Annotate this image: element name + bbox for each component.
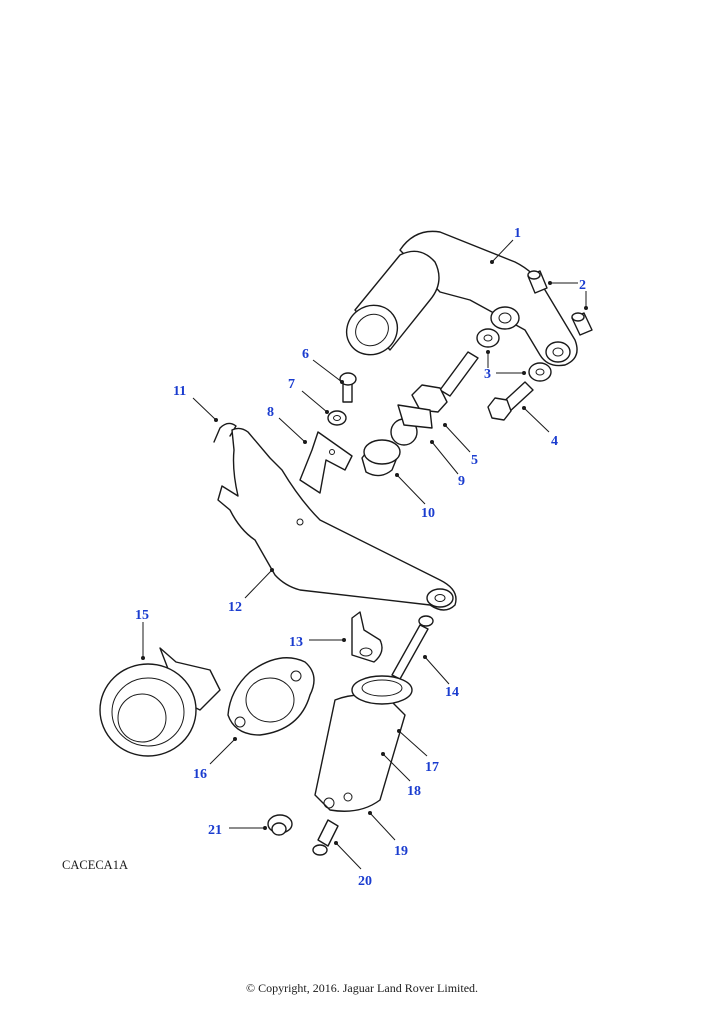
callout-3[interactable]: 3 bbox=[484, 367, 491, 382]
callout-2[interactable]: 2 bbox=[579, 278, 586, 293]
part-11-clip bbox=[213, 422, 237, 443]
part-19-slave-cylinder bbox=[314, 675, 413, 812]
callout-12[interactable]: 12 bbox=[228, 600, 242, 615]
part-15-release-bearing bbox=[99, 647, 221, 757]
part-5-ball-stud bbox=[390, 351, 479, 446]
part-12-lever bbox=[217, 427, 457, 611]
callout-8[interactable]: 8 bbox=[267, 405, 274, 420]
callout-20[interactable]: 20 bbox=[358, 874, 372, 889]
callout-19[interactable]: 19 bbox=[394, 844, 408, 859]
part-2-bushes bbox=[527, 270, 593, 336]
part-6-bolt bbox=[339, 372, 357, 403]
part-7-washer bbox=[327, 410, 347, 426]
callout-15[interactable]: 15 bbox=[135, 608, 149, 623]
callout-5[interactable]: 5 bbox=[471, 453, 478, 468]
callout-1[interactable]: 1 bbox=[514, 226, 521, 241]
diagram-reference-code: CACECA1A bbox=[62, 858, 128, 872]
callout-16[interactable]: 16 bbox=[193, 767, 207, 782]
callout-13[interactable]: 13 bbox=[289, 635, 303, 650]
callout-numbers: 1 2 3 4 5 6 7 8 9 10 11 12 13 14 15 16 1… bbox=[135, 226, 586, 889]
part-21-cap bbox=[267, 814, 293, 836]
callout-4[interactable]: 4 bbox=[551, 434, 558, 449]
callout-7[interactable]: 7 bbox=[288, 377, 295, 392]
callout-18[interactable]: 18 bbox=[407, 784, 421, 799]
part-20-bleed-screw bbox=[312, 819, 339, 856]
part-4-bolt bbox=[487, 381, 534, 421]
part-13-bracket bbox=[351, 611, 383, 663]
callout-6[interactable]: 6 bbox=[302, 347, 309, 362]
callout-11[interactable]: 11 bbox=[173, 384, 186, 399]
part-16-gasket bbox=[227, 657, 315, 736]
leader-lines bbox=[141, 239, 588, 870]
callout-17[interactable]: 17 bbox=[425, 760, 439, 775]
callout-9[interactable]: 9 bbox=[458, 474, 465, 489]
callout-14[interactable]: 14 bbox=[445, 685, 459, 700]
copyright-notice: © Copyright, 2016. Jaguar Land Rover Lim… bbox=[245, 981, 479, 995]
part-14-pushrod bbox=[391, 615, 434, 680]
part-1-pivot-arm bbox=[345, 230, 578, 367]
part-3-washers bbox=[476, 328, 552, 382]
callout-21[interactable]: 21 bbox=[208, 823, 222, 838]
part-8-bracket bbox=[299, 431, 353, 494]
part-10-bush bbox=[361, 439, 401, 477]
callout-10[interactable]: 10 bbox=[421, 506, 435, 521]
